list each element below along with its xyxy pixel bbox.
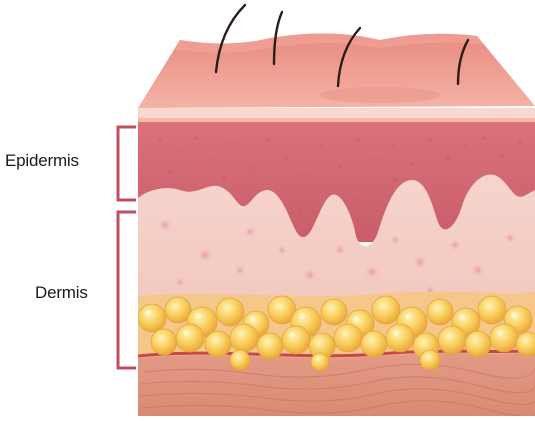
dermis-label: Dermis — [35, 283, 88, 303]
dermis-bracket — [118, 212, 136, 368]
epidermis-bracket — [118, 127, 136, 200]
epidermis-label: Epidermis — [5, 151, 79, 171]
